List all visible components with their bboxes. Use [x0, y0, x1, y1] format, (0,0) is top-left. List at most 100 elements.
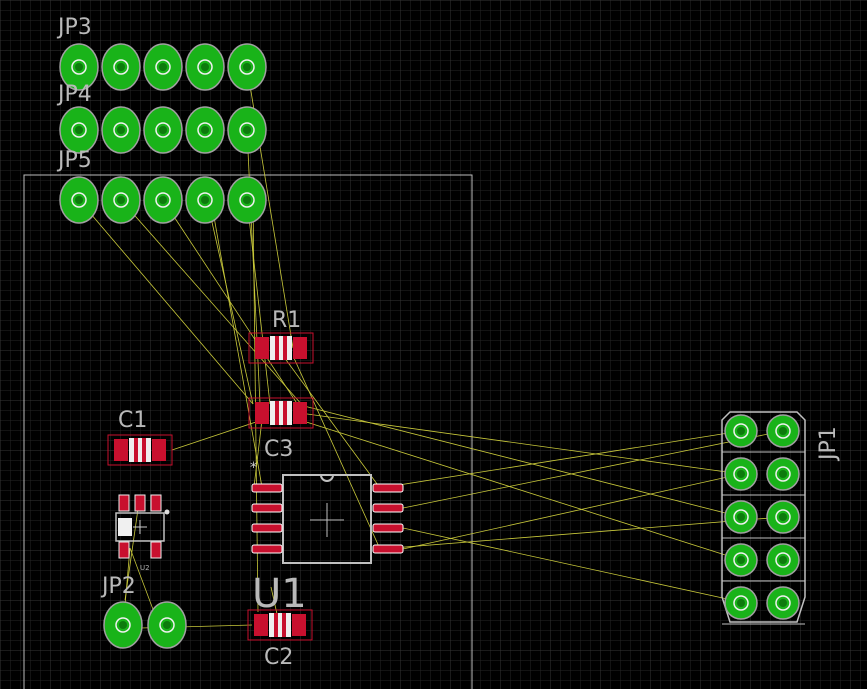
u1-pads — [251, 483, 404, 554]
label-u2: U2 — [140, 564, 150, 572]
through-hole-drill — [775, 423, 791, 439]
smd-pad — [142, 438, 146, 462]
smd-pad — [255, 402, 269, 424]
airwire — [299, 404, 742, 518]
label-jp5: JP5 — [56, 148, 92, 173]
component-body — [129, 438, 151, 462]
smd-pad — [293, 337, 307, 359]
r1-footprint — [248, 332, 314, 364]
smd-pad — [251, 544, 283, 554]
part-c3[interactable]: C3 — [248, 397, 314, 462]
smd-pad — [274, 613, 278, 637]
smd-pad — [152, 439, 166, 461]
smd-pad — [150, 494, 162, 512]
through-hole-drill — [733, 552, 749, 568]
u1-notch — [320, 474, 334, 482]
through-hole-pad — [101, 106, 141, 154]
part-u2[interactable]: U2 — [115, 494, 170, 572]
through-hole-drill — [737, 599, 745, 607]
through-hole-pad — [103, 601, 143, 649]
through-hole-drill — [779, 427, 787, 435]
airwire — [402, 430, 784, 509]
smd-pad — [118, 541, 130, 559]
jp5-pads — [59, 176, 267, 224]
part-jp3[interactable]: JP3 — [56, 15, 267, 91]
airwire — [299, 419, 742, 561]
through-hole-drill — [779, 599, 787, 607]
airwire — [78, 199, 254, 405]
part-u1[interactable]: * U1 — [250, 460, 404, 617]
label-jp4: JP4 — [56, 82, 92, 107]
through-hole-pad — [185, 106, 225, 154]
board-outline — [23, 174, 473, 689]
package-outline — [107, 434, 173, 466]
smd-pad — [283, 401, 287, 425]
part-c2[interactable]: C2 — [247, 609, 313, 670]
airwire — [246, 199, 271, 405]
through-hole-drill — [737, 470, 745, 478]
u1-body-outline — [282, 474, 372, 564]
through-hole-drill — [779, 556, 787, 564]
smd-pad — [372, 544, 404, 554]
through-hole-drill — [737, 556, 745, 564]
component-body — [118, 518, 132, 536]
airwire — [120, 199, 304, 407]
through-hole-pad — [185, 43, 225, 91]
smd-pad — [372, 503, 404, 513]
airwire — [162, 199, 301, 409]
smd-pad — [251, 523, 283, 533]
airwire — [402, 527, 742, 603]
through-hole-pad — [59, 176, 99, 224]
through-hole-drill — [779, 513, 787, 521]
through-hole-drill — [733, 595, 749, 611]
airwire — [379, 516, 784, 550]
part-jp1[interactable]: JP1 — [721, 411, 841, 625]
smd-pad — [255, 337, 269, 359]
part-jp4[interactable]: JP4 — [56, 82, 267, 154]
c2-footprint — [247, 609, 313, 641]
through-hole-drill — [775, 509, 791, 525]
label-jp2: JP2 — [100, 574, 136, 599]
airwire — [293, 357, 381, 550]
through-hole-pad — [59, 43, 99, 91]
label-c1: C1 — [118, 408, 147, 433]
smd-pad — [118, 494, 130, 512]
package-outline — [248, 332, 314, 364]
label-c2: C2 — [264, 645, 293, 670]
jp1-footprint — [721, 411, 806, 625]
airwire — [299, 412, 742, 475]
smd-pad — [293, 402, 307, 424]
pin1-dot — [164, 509, 170, 515]
part-jp2[interactable]: JP2 — [100, 574, 187, 649]
label-jp1: JP1 — [816, 426, 841, 462]
c3-footprint — [248, 397, 314, 429]
part-jp5[interactable]: JP5 — [56, 148, 267, 224]
through-hole-drill — [737, 427, 745, 435]
airwire — [379, 430, 742, 489]
smd-pad — [114, 439, 128, 461]
smd-pad — [372, 483, 404, 493]
through-hole-drill — [775, 552, 791, 568]
part-r1[interactable]: R1 — [248, 308, 314, 364]
package-outline — [115, 512, 165, 542]
through-hole-pad — [185, 176, 225, 224]
through-hole-drill — [737, 513, 745, 521]
smd-pad — [251, 503, 283, 513]
through-hole-pad — [227, 106, 267, 154]
through-hole-drill — [779, 470, 787, 478]
package-outline — [248, 397, 314, 429]
airwire — [402, 473, 742, 550]
through-hole-pad — [101, 43, 141, 91]
through-hole-pad — [227, 176, 267, 224]
part-c1[interactable]: C1 — [107, 408, 173, 466]
smd-pad — [150, 541, 162, 559]
through-hole-pad — [227, 43, 267, 91]
smd-pad — [134, 494, 146, 512]
through-hole-pad — [101, 176, 141, 224]
label-jp3: JP3 — [56, 15, 92, 40]
label-c3: C3 — [264, 437, 293, 462]
smd-pad — [275, 336, 279, 360]
airwire — [171, 419, 263, 451]
through-hole-pad — [143, 43, 183, 91]
